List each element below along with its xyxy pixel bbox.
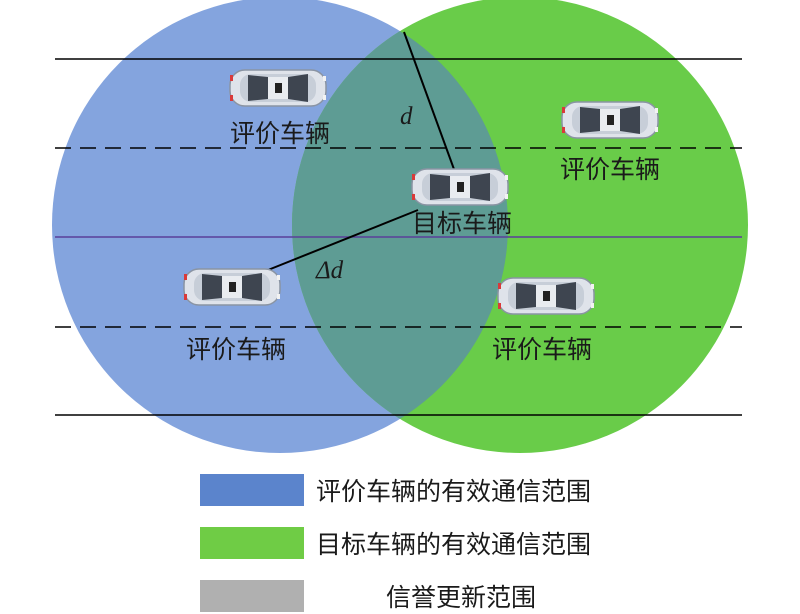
legend-item-eval-range: 评价车辆的有效通信范围	[200, 474, 591, 506]
distance-line-delta-d	[267, 209, 419, 271]
eval-car-icon	[183, 268, 281, 306]
eval-car-label: 评价车辆	[560, 155, 660, 184]
eval-car-label: 评价车辆	[492, 335, 592, 364]
legend-item-target-range: 目标车辆的有效通信范围	[200, 527, 591, 559]
delta-distance-label: Δd	[315, 257, 344, 284]
legend-label: 目标车辆的有效通信范围	[316, 530, 592, 559]
legend-label: 信誉更新范围	[386, 583, 537, 612]
eval-car-icon	[229, 69, 327, 107]
distance-line-d	[403, 31, 456, 173]
legend-item-reputation-range: 信誉更新范围	[200, 580, 536, 612]
legend-label: 评价车辆的有效通信范围	[316, 477, 592, 506]
eval-car-icon	[561, 101, 659, 139]
legend-swatch-green	[200, 527, 304, 559]
distance-label: d	[400, 103, 413, 130]
target-car-icon	[411, 168, 509, 206]
overlap-region	[292, 0, 508, 453]
legend-swatch-blue	[200, 474, 304, 506]
eval-car-label: 评价车辆	[230, 119, 330, 148]
target-car-label: 目标车辆	[412, 209, 512, 238]
eval-car-icon	[497, 277, 595, 315]
eval-car-label: 评价车辆	[186, 335, 286, 364]
legend-swatch-gray	[200, 580, 304, 612]
